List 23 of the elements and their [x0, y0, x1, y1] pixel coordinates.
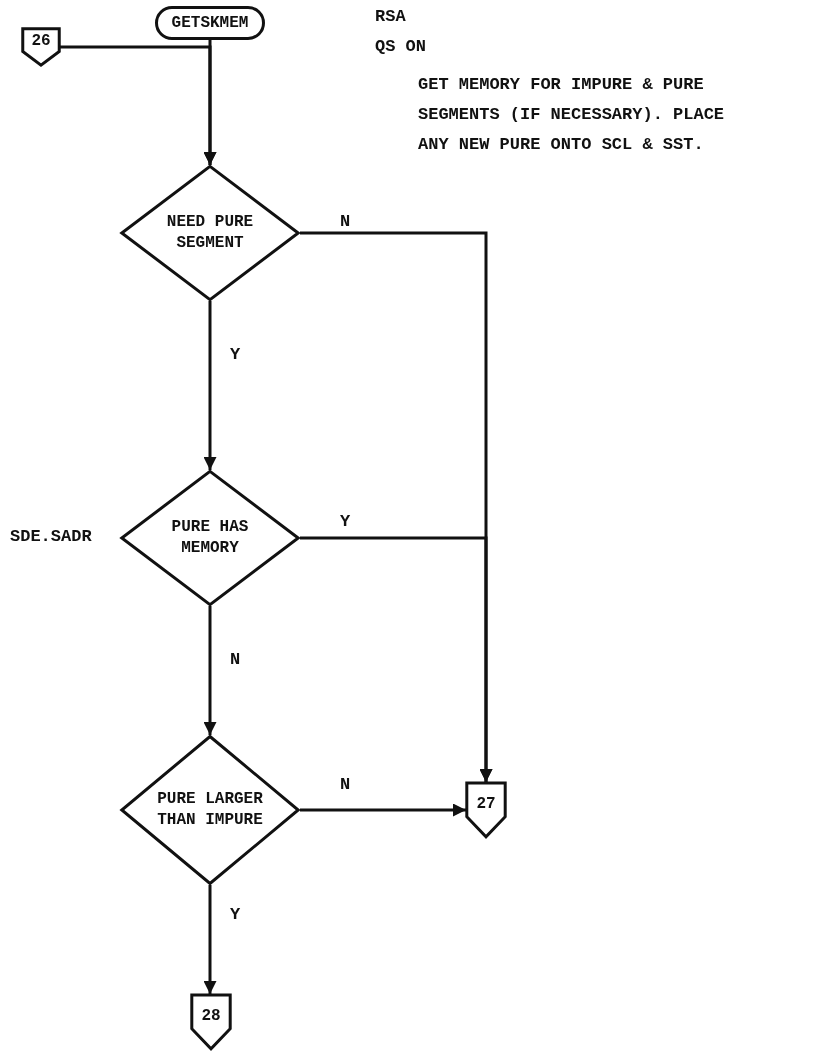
note-text: QS ON	[375, 36, 427, 58]
arrow	[60, 45, 217, 165]
node-text: NEED PURE SEGMENT	[165, 212, 255, 254]
note-text: RSA	[375, 6, 407, 28]
arrow	[203, 606, 217, 735]
arrow	[203, 301, 217, 470]
arrow	[203, 885, 217, 994]
decision-diamond	[120, 470, 300, 606]
decision-diamond	[120, 735, 300, 885]
arrow	[300, 803, 466, 817]
node-text: PURE LARGER THAN IMPURE	[156, 789, 264, 831]
note-text: SDE.SADR	[10, 526, 93, 548]
off-page-connector	[466, 782, 506, 838]
note-text: GET MEMORY FOR IMPURE & PURE SEGMENTS (IF NECESSARY). PLACE ANY NEW PURE ONTO SCL & SST.	[418, 74, 726, 156]
node-text: GETSKMEM	[171, 12, 249, 34]
decision-diamond	[120, 165, 300, 301]
node-text: 26	[31, 30, 51, 52]
node-text: PURE HAS MEMORY	[170, 517, 250, 559]
arrow	[300, 536, 493, 782]
node-text: 28	[201, 1005, 221, 1027]
node-text: 27	[476, 793, 496, 815]
off-page-connector	[191, 994, 231, 1050]
off-page-connector	[22, 28, 60, 66]
